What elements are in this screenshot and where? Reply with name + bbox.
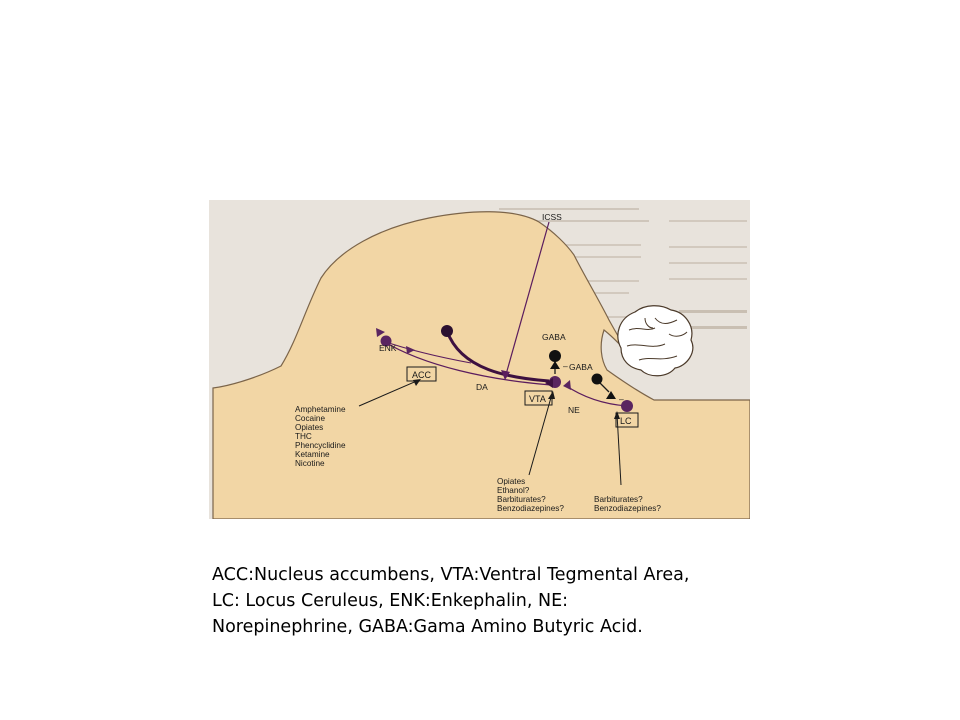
caption-line-1: ACC:Nucleus accumbens, VTA:Ventral Tegme… bbox=[212, 565, 690, 585]
vta-drug-4: Benzodiazepines? bbox=[497, 504, 564, 513]
enk-projection bbox=[382, 340, 472, 364]
lc-neuron bbox=[621, 400, 633, 412]
acc-label: ACC bbox=[412, 370, 432, 380]
acc-drug-list: Amphetamine Cocaine Opiates THC Phencycl… bbox=[295, 405, 346, 468]
icss-arrow-line bbox=[504, 221, 550, 379]
acc-drug-3: Opiates bbox=[295, 423, 323, 432]
lc-drug-arrowhead bbox=[614, 411, 620, 419]
brain-reward-pathway-figure: – – ICSS ENK ACC DA VTA NE LC GABA GABA … bbox=[209, 200, 750, 519]
acc-drug-arrowhead bbox=[413, 379, 421, 386]
lc-drug-pointer bbox=[616, 413, 622, 486]
vta-drug-arrowhead bbox=[548, 391, 555, 399]
gaba-projection bbox=[445, 330, 550, 383]
gaba-synapse-side bbox=[606, 391, 616, 399]
caption-line-3: Norepinephrine, GABA:Gama Amino Butyric … bbox=[212, 617, 643, 637]
icss-arrowhead bbox=[501, 370, 510, 380]
vta-label: VTA bbox=[529, 394, 546, 404]
caption-line-2: LC: Locus Ceruleus, ENK:Enkephalin, NE: bbox=[212, 591, 569, 611]
acc-drug-5: Phencyclidine bbox=[295, 441, 346, 450]
ne-label: NE bbox=[568, 405, 580, 415]
gaba-neuron-top bbox=[549, 350, 561, 362]
acc-drug-pointer bbox=[358, 379, 420, 407]
enk-synapse-2 bbox=[406, 346, 415, 354]
gaba-neuron-side bbox=[591, 373, 603, 385]
enk-label: ENK bbox=[379, 343, 397, 353]
inhibition-sign-top: – bbox=[563, 361, 568, 371]
lc-drug-list: Barbiturates? Benzodiazepines? bbox=[594, 495, 661, 513]
vta-drug-3: Barbiturates? bbox=[497, 495, 546, 504]
accumbens-neuron bbox=[441, 325, 453, 337]
gaba-synapse-top bbox=[550, 361, 560, 369]
figure-caption: ACC:Nucleus accumbens, VTA:Ventral Tegme… bbox=[212, 562, 772, 640]
inhibition-sign-side: – bbox=[619, 394, 624, 404]
cerebellum-folds bbox=[626, 317, 688, 361]
brain-diagram-svg: – – ICSS ENK ACC DA VTA NE LC GABA GABA … bbox=[209, 200, 750, 519]
acc-drug-6: Ketamine bbox=[295, 450, 330, 459]
vta-drug-2: Ethanol? bbox=[497, 486, 530, 495]
acc-drug-1: Amphetamine bbox=[295, 405, 346, 414]
gaba-label-top: GABA bbox=[542, 332, 566, 342]
gaba-label-side: GABA bbox=[569, 362, 593, 372]
da-pathway bbox=[382, 340, 552, 386]
vta-drug-list: Opiates Ethanol? Barbiturates? Benzodiaz… bbox=[497, 477, 564, 513]
icss-label: ICSS bbox=[542, 212, 562, 222]
acc-drug-4: THC bbox=[295, 432, 312, 441]
lc-label: LC bbox=[620, 416, 632, 426]
vta-drug-1: Opiates bbox=[497, 477, 525, 486]
vta-drug-pointer bbox=[528, 393, 553, 476]
acc-drug-2: Cocaine bbox=[295, 414, 325, 423]
lc-drug-2: Benzodiazepines? bbox=[594, 504, 661, 513]
vta-synapse bbox=[545, 378, 553, 388]
lc-label-box bbox=[615, 412, 639, 428]
lc-drug-1: Barbiturates? bbox=[594, 495, 643, 504]
ne-synapse bbox=[563, 380, 571, 390]
da-label: DA bbox=[476, 382, 488, 392]
enk-synapse-1 bbox=[376, 328, 385, 337]
acc-label-box bbox=[406, 366, 437, 382]
cerebellum bbox=[617, 305, 694, 377]
acc-drug-7: Nicotine bbox=[295, 459, 325, 468]
enk-neuron bbox=[380, 335, 392, 347]
